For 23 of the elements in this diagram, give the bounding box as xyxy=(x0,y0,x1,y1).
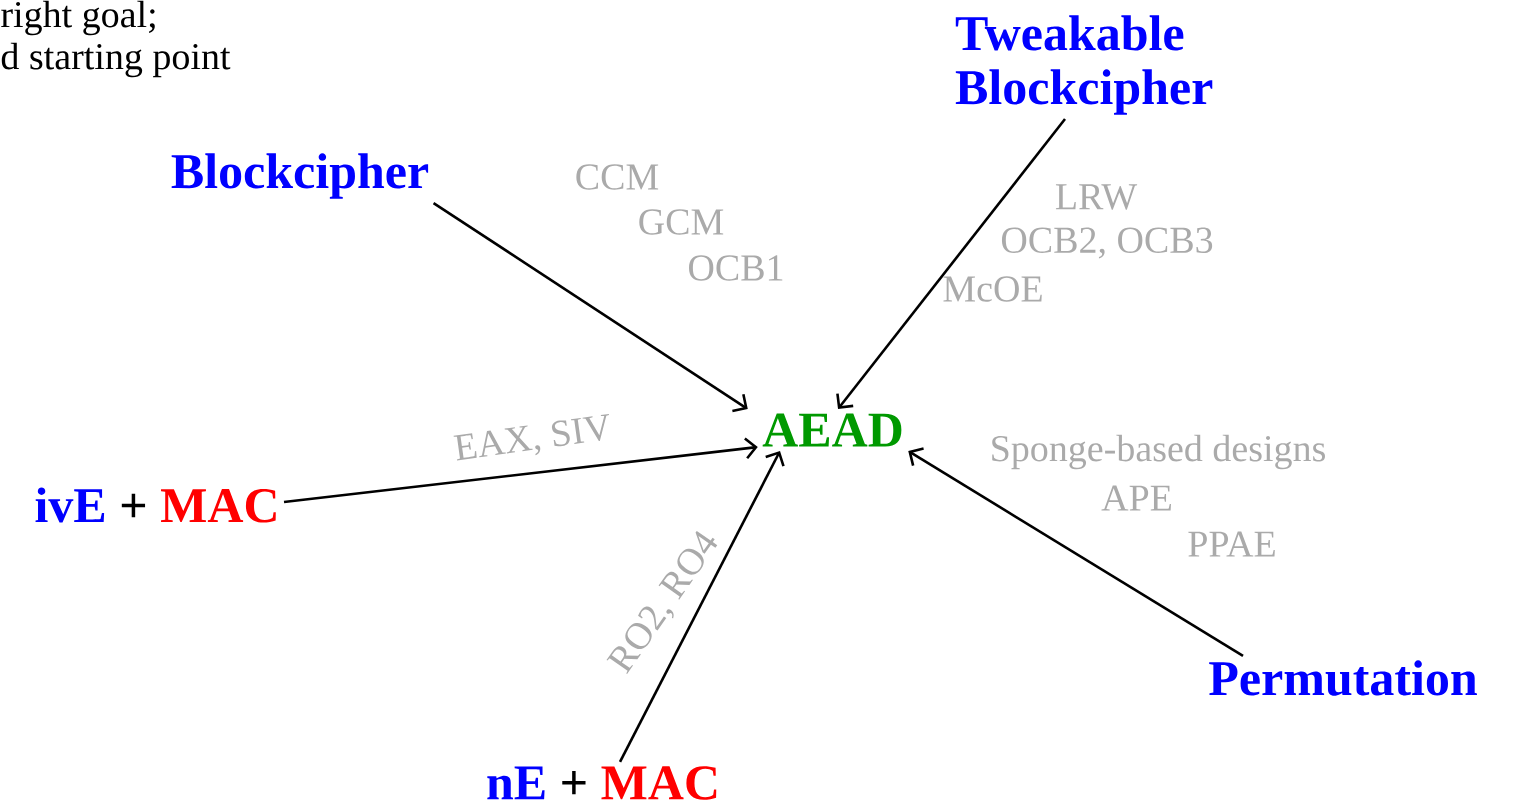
method-label: CCM xyxy=(576,164,659,190)
method-label: McOE xyxy=(943,276,1042,302)
method-label: PPAE xyxy=(1188,531,1275,557)
arrow xyxy=(618,450,785,763)
method-label: OCB1 xyxy=(689,255,783,281)
label-text: Permutation xyxy=(1209,660,1477,696)
note-text: right goal; xyxy=(1,0,155,36)
method-label: GCM xyxy=(639,209,724,235)
edge-label: EAX, SIV xyxy=(453,413,609,461)
label-text: AEAD xyxy=(762,413,902,447)
method-label: Sponge-based designs xyxy=(992,434,1325,470)
note-text: d starting point xyxy=(1,42,231,78)
arrow xyxy=(836,118,1067,410)
method-label: LRW xyxy=(1055,184,1138,210)
label-text: nE + MAC xyxy=(487,766,717,800)
arrow xyxy=(432,201,748,413)
method-label: APE xyxy=(1101,485,1171,511)
method-label: OCB2, OCB3 xyxy=(1001,227,1213,259)
arrow xyxy=(283,437,758,504)
arrow xyxy=(908,447,1244,658)
label-text: Tweakable Blockcipher xyxy=(955,15,1213,115)
label-text: ivE + MAC xyxy=(35,487,276,523)
label-text: Blockcipher xyxy=(171,153,429,199)
